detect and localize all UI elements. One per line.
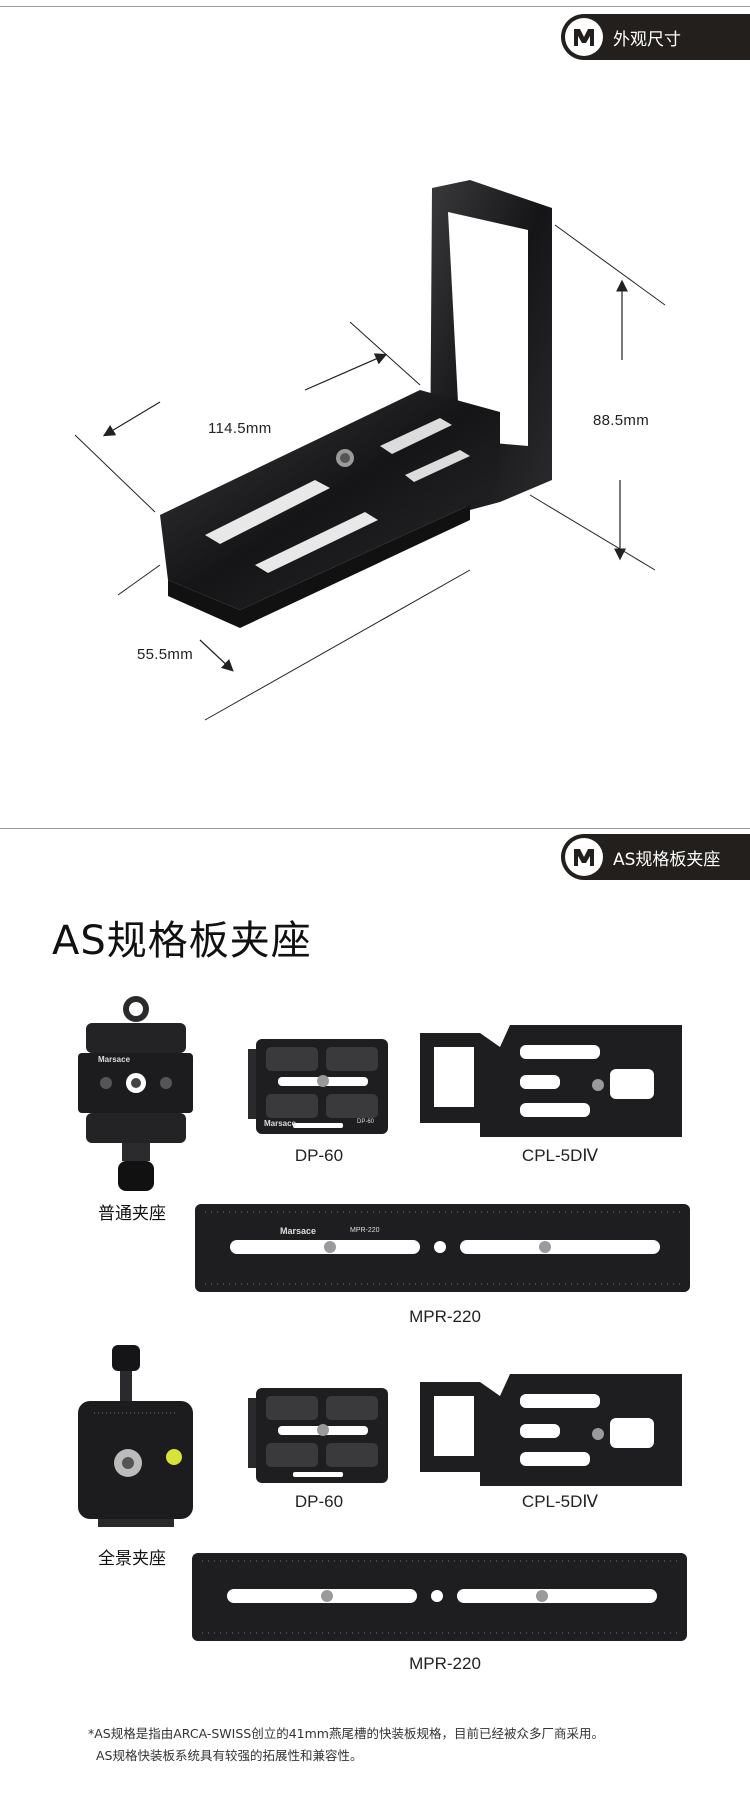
dimension-height-label: 88.5mm: [593, 412, 649, 429]
mpr220-model-imprint: MPR-220: [350, 1227, 380, 1234]
mpr220-label: MPR-220: [409, 1307, 481, 1326]
cpl-5d4-label: CPL-5DⅣ: [521, 1146, 599, 1165]
dimension-width-label: 55.5mm: [137, 646, 193, 663]
cpl-5d4-plate-image-2: [420, 1374, 682, 1486]
dp60-label: DP-60: [294, 1146, 344, 1165]
section-tag-appearance: 外观尺寸: [561, 14, 750, 60]
cpl-5d4-plate-image: [420, 1025, 682, 1137]
section-divider: [0, 828, 750, 829]
standard-clamp-label: 普通夹座: [98, 1204, 166, 1224]
section-title: AS规格板夹座: [52, 918, 312, 964]
mpr220-label-2: MPR-220: [409, 1654, 481, 1673]
top-divider: [0, 6, 750, 7]
l-bracket-dimension-illustration: [74, 180, 666, 721]
clamp-brand-imprint: Marsace: [98, 1055, 131, 1064]
section-tag-as-clamp: AS规格板夹座: [561, 834, 750, 880]
mpr220-rail-image: [195, 1204, 690, 1292]
dp60-label-2: DP-60: [294, 1492, 344, 1511]
footnote-line-2: AS规格快装板系统具有较强的拓展性和兼容性。: [96, 1748, 363, 1763]
dp60-brand-imprint: Marsace: [264, 1119, 297, 1128]
section-tag-label: AS规格板夹座: [613, 849, 721, 870]
brand-logo-icon: [565, 838, 603, 876]
standard-clamp-image: [78, 996, 193, 1191]
dimension-length-label: 114.5mm: [208, 420, 272, 437]
dp60-model-imprint: DP-60: [357, 1119, 375, 1125]
dp60-plate-image-2: [248, 1388, 388, 1483]
cpl-5d4-label-2: CPL-5DⅣ: [521, 1492, 599, 1511]
panoramic-clamp-label: 全景夹座: [98, 1549, 166, 1569]
footnote-line-1: *AS规格是指由ARCA-SWISS创立的41mm燕尾槽的快装板规格，目前已经被…: [88, 1726, 604, 1741]
mpr220-brand-imprint: Marsace: [280, 1226, 317, 1236]
panoramic-clamp-image: [78, 1345, 193, 1527]
section-tag-label: 外观尺寸: [613, 29, 681, 50]
brand-logo-icon: [565, 18, 603, 56]
mpr220-rail-image-2: [192, 1553, 687, 1641]
dp60-plate-image: [248, 1039, 388, 1134]
